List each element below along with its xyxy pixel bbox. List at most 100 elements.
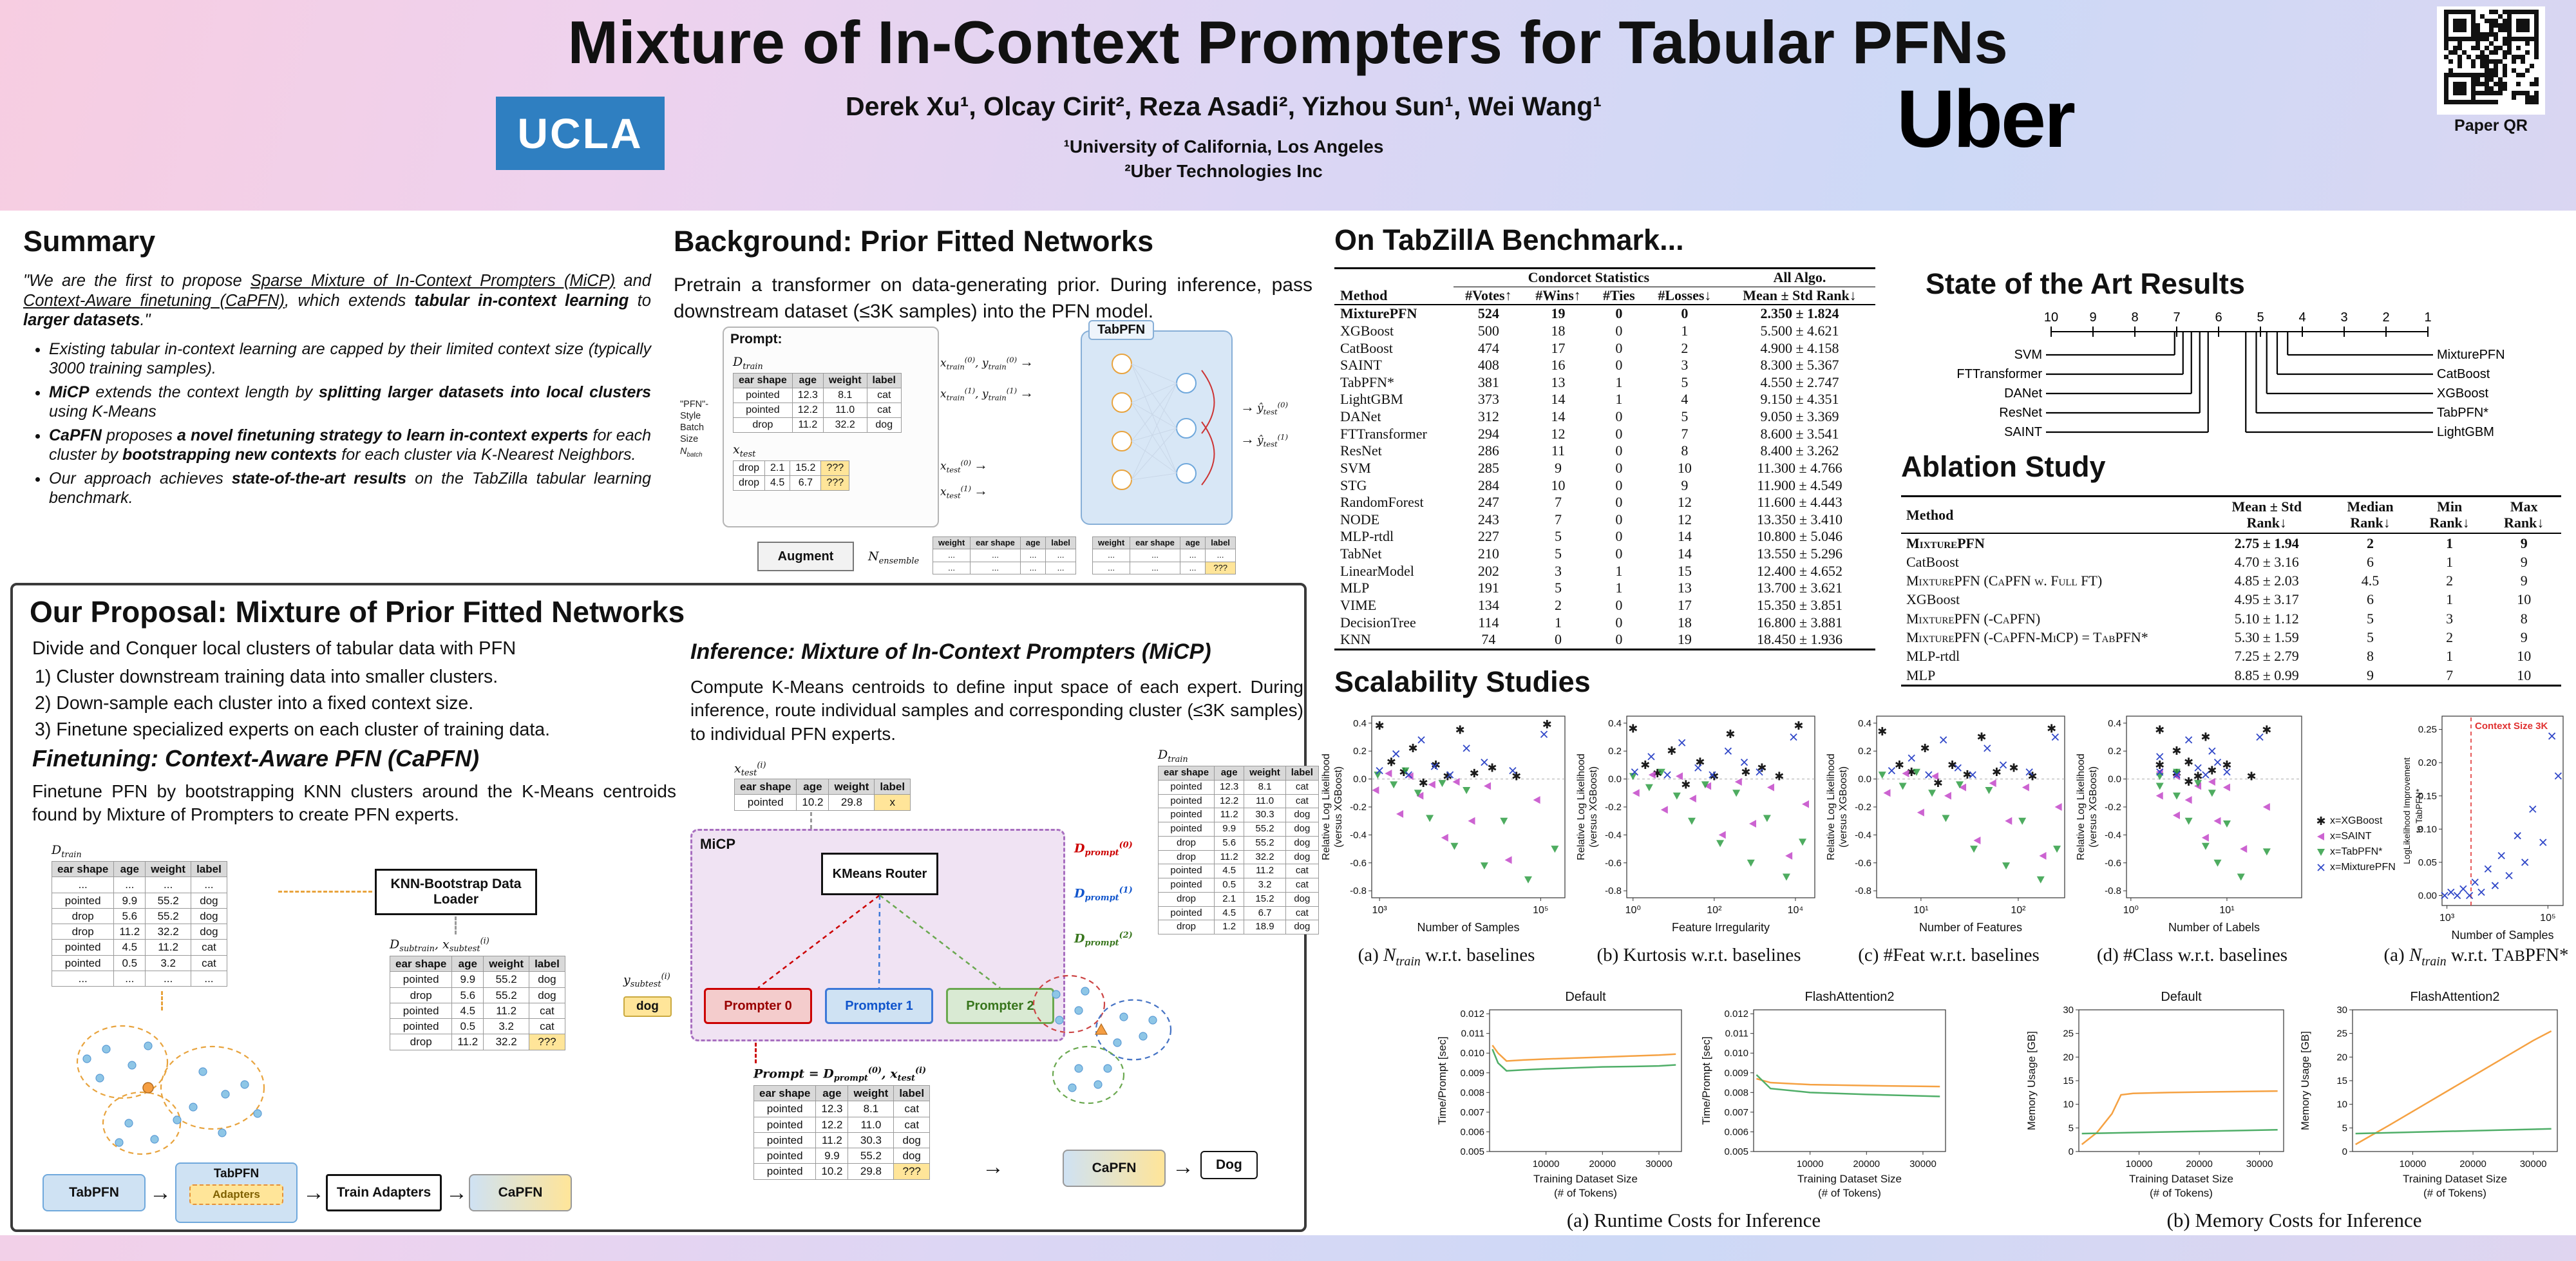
svg-text:(# of Tokens): (# of Tokens) — [2423, 1187, 2486, 1199]
svg-text:10¹: 10¹ — [2219, 905, 2234, 916]
svg-text:-0.6: -0.6 — [1855, 858, 1871, 869]
flow-tabpfn-box: TabPFN — [43, 1174, 146, 1211]
adapters-chip: Adapters — [189, 1184, 283, 1205]
svg-text:3: 3 — [2340, 310, 2347, 325]
svg-text:✱: ✱ — [2207, 764, 2217, 777]
svg-text:✱: ✱ — [2184, 756, 2193, 769]
svg-text:8: 8 — [2131, 310, 2138, 325]
svg-text:Number of Features: Number of Features — [1919, 921, 2022, 934]
summary-quote: "We are the first to propose Sparse Mixt… — [23, 272, 651, 330]
affiliation-1: ¹University of California, Los Angeles — [1063, 137, 1384, 156]
col-ties: #Ties — [1592, 287, 1645, 306]
svg-text:SAINT: SAINT — [2004, 425, 2042, 439]
svg-text:0.4: 0.4 — [1353, 718, 1367, 729]
arrow-label-train1: xtrain(1), ytrain(1)→ — [940, 384, 1034, 403]
benchmark-section: On TabZillA Benchmark... Method Condorce… — [1334, 223, 1879, 650]
svg-text:Training Dataset Size: Training Dataset Size — [1533, 1173, 1638, 1185]
paper-qr-code — [2437, 6, 2545, 115]
abl-col-min: Min Rank↓ — [2412, 495, 2487, 534]
capfn-cluster-visual — [52, 1010, 328, 1171]
prediction-output-chip: Dog — [1200, 1151, 1258, 1179]
proposal-intro: Divide and Conquer local clusters of tab… — [32, 638, 516, 659]
svg-text:Training Dataset Size: Training Dataset Size — [2129, 1173, 2233, 1185]
capfn-heading: Finetuning: Context-Aware PFN (CaPFN) — [32, 745, 479, 772]
svg-text:-0.4: -0.4 — [1350, 830, 1367, 840]
flow-arrow-icon: → — [149, 1180, 171, 1205]
flow-arrow-icon: → — [982, 1155, 1004, 1179]
svg-text:Feature Irregularity: Feature Irregularity — [1672, 921, 1770, 934]
svg-text:✱: ✱ — [2009, 761, 2018, 774]
svg-text:Memory Usage [GB]: Memory Usage [GB] — [2299, 1031, 2311, 1130]
abl-col-mean: Mean ± Std Rank↓ — [2205, 495, 2329, 534]
list-item: CaPFN proposes a novel finetuning strate… — [49, 426, 651, 464]
arrow-label-train0: xtrain(0), ytrain(0)→ — [940, 354, 1034, 372]
svg-text:0.4: 0.4 — [2108, 718, 2121, 729]
svg-text:0.007: 0.007 — [1460, 1107, 1484, 1118]
svg-text:Training Dataset Size: Training Dataset Size — [2403, 1173, 2507, 1185]
ensemble-label: Nensemble — [868, 549, 920, 566]
arrow-icon: → — [1019, 354, 1034, 370]
caption-e: (a) Ntrain w.r.t. TABPFN* — [2383, 945, 2569, 969]
svg-text:20000: 20000 — [1589, 1159, 1616, 1170]
caption-b: (b) Kurtosis w.r.t. baselines — [1596, 945, 1801, 965]
svg-text:✱: ✱ — [1695, 756, 1705, 769]
train-adapters-box: Train Adapters — [326, 1174, 442, 1211]
svg-text:0.009: 0.009 — [1460, 1068, 1484, 1079]
svg-text:-0.8: -0.8 — [2105, 886, 2121, 896]
svg-text:DANet: DANet — [2004, 386, 2042, 401]
prompt-equation-label: Prompt = Dprompt(0), xtest(i) — [753, 1066, 927, 1084]
svg-text:CatBoost: CatBoost — [2437, 367, 2490, 381]
svg-text:✱: ✱ — [2316, 815, 2325, 828]
svg-text:Number of Samples: Number of Samples — [2451, 929, 2553, 942]
svg-text:20000: 20000 — [2186, 1159, 2213, 1170]
svg-text:Time/Prompt [sec]: Time/Prompt [sec] — [1700, 1036, 1712, 1124]
svg-text:LogLikelihood Improvement: LogLikelihood Improvement — [2402, 757, 2412, 864]
output-label-1: →ŷtest(1) — [1240, 431, 1289, 449]
micp-xtest-label: xtest(i) — [734, 761, 766, 779]
svg-text:✱: ✱ — [1947, 759, 1957, 772]
svg-text:(# of Tokens): (# of Tokens) — [1818, 1187, 1881, 1199]
svg-text:✱: ✱ — [1419, 777, 1428, 790]
svg-text:Default: Default — [2161, 990, 2202, 1004]
arrow-icon: → — [1240, 431, 1255, 447]
svg-text:-0.4: -0.4 — [1855, 830, 1871, 840]
svg-text:-0.6: -0.6 — [1605, 858, 1622, 869]
scalability-heading: Scalability Studies — [1334, 665, 1591, 698]
legend-item: ✱x=XGBoost — [2316, 815, 2383, 828]
svg-text:✱: ✱ — [1757, 761, 1766, 774]
svg-text:Context Size 3K: Context Size 3K — [2475, 721, 2548, 732]
svg-text:0.011: 0.011 — [1461, 1029, 1484, 1039]
poster-header: Mixture of In-Context Prompters for Tabu… — [0, 0, 2576, 211]
ablation-row: MixturePFN (CaPFN w. Full FT)4.85 ± 2.03… — [1906, 573, 2528, 589]
legend-item: x=MixturePFN — [2315, 861, 2398, 874]
svg-text:✱: ✱ — [1933, 777, 1943, 790]
ablation-table: Method Mean ± Std Rank↓ Median Rank↓ Min… — [1901, 495, 2561, 687]
svg-text:✱: ✱ — [2155, 759, 2164, 772]
background-body: Pretrain a transformer on data-generatin… — [674, 274, 1312, 322]
